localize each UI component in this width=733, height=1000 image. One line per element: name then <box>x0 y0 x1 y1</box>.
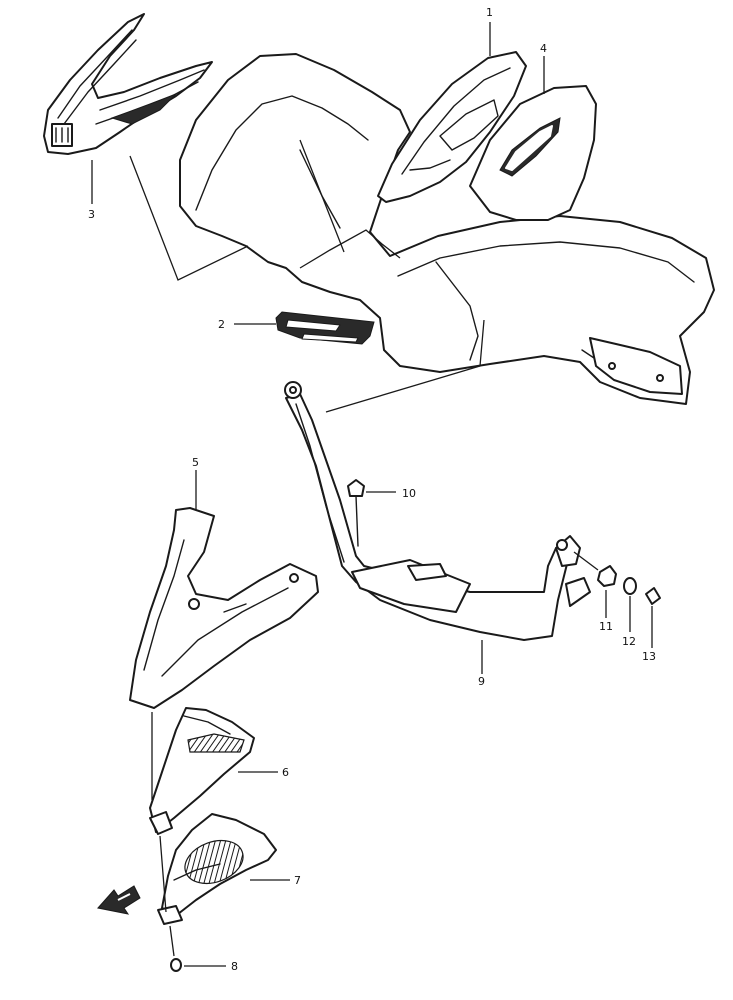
lower-assembly-line <box>151 712 175 957</box>
callout-8: 8 <box>231 960 238 973</box>
screw-part-8 <box>170 958 226 972</box>
front-bracket-part-9 <box>284 381 591 641</box>
washer-part-12 <box>623 577 637 632</box>
callout-7: 7 <box>294 874 301 887</box>
lower-cover-part-6 <box>149 707 255 835</box>
front-cover-shell <box>129 53 715 413</box>
bolt-part-13 <box>645 587 661 648</box>
lower-nose-cover-part-5 <box>129 507 319 709</box>
bolt-part-10 <box>347 479 396 547</box>
callout-11: 11 <box>599 620 613 633</box>
callout-3: 3 <box>88 208 95 221</box>
callout-10: 10 <box>402 487 416 500</box>
callout-leaders <box>91 22 545 881</box>
headlight-lens-part-1 <box>377 51 527 203</box>
decal-emblem-part-3 <box>43 13 213 155</box>
decal-name-part-2 <box>275 311 375 345</box>
bottom-guard-part-7 <box>157 813 277 925</box>
front-direction-arrow-icon <box>97 885 141 915</box>
side-cover-part-4 <box>469 85 597 221</box>
callout-9: 9 <box>478 675 485 688</box>
callout-13: 13 <box>642 650 656 663</box>
callout-5: 5 <box>192 456 199 469</box>
nut-part-11 <box>597 565 617 618</box>
callout-6: 6 <box>282 766 289 779</box>
callout-1: 1 <box>486 6 493 19</box>
fastener-axis-line <box>573 551 599 571</box>
callout-2: 2 <box>218 318 225 331</box>
callout-12: 12 <box>622 635 636 648</box>
callout-4: 4 <box>540 42 547 55</box>
